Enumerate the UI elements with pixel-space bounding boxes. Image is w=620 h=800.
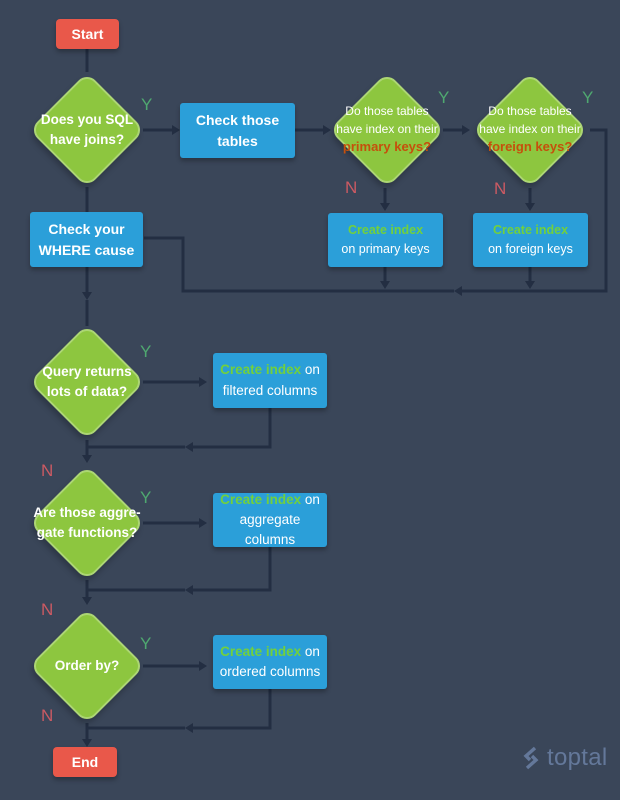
decision-label: Do those tables have index on their fore… [472, 72, 588, 188]
decision-line: gate functions? [36, 525, 138, 540]
decision-line: Do those tables [488, 104, 572, 119]
decision-order-by: Order by? [29, 608, 145, 724]
edge-label-no-aggregate: N [41, 600, 54, 619]
decision-primary-keys-index: Do those tables have index on their prim… [329, 72, 445, 188]
edge-label-yes-order: Y [140, 634, 152, 653]
action-line: on primary keys [341, 242, 430, 256]
decision-line: have index on their [336, 121, 438, 136]
decision-foreign-keys-index: Do those tables have index on their fore… [472, 72, 588, 188]
action-highlight: Create index [220, 643, 302, 659]
decision-highlight: primary keys? [342, 138, 432, 154]
action-line-tail: on [301, 362, 320, 378]
toptal-wordmark: toptal [547, 744, 608, 771]
action-check-where-clause: Check your WHERE cause [30, 212, 143, 267]
decision-sql-joins: Does you SQL have joins? [29, 72, 145, 188]
action-line: Check your [48, 220, 125, 237]
decision-label: Query returns lots of data? [29, 324, 145, 440]
decision-label: Do those tables have index on their prim… [329, 72, 445, 188]
end-node: End [53, 747, 117, 777]
decision-line: Query returns [42, 363, 132, 379]
decision-line: lots of data? [46, 384, 128, 399]
action-line-tail: on [301, 643, 320, 659]
decision-line: have index on their [479, 121, 581, 136]
action-line: aggregate columns [239, 511, 301, 548]
edge-label-no-primary: N [345, 178, 358, 197]
toptal-icon [523, 746, 539, 770]
edge-label-yes-foreign: Y [582, 88, 594, 107]
edge-label-yes-data: Y [140, 342, 152, 361]
action-check-those-tables: Check those tables [180, 103, 295, 158]
action-line: on foreign keys [488, 242, 573, 256]
action-line: Create index on [220, 642, 320, 662]
edge-label-no-foreign: N [494, 179, 507, 198]
action-create-index-primary-keys: Create index on primary keys [328, 213, 443, 267]
action-line: Create index on [220, 360, 320, 380]
decision-lots-of-data: Query returns lots of data? [29, 324, 145, 440]
toptal-logo: toptal [520, 744, 608, 772]
action-line: WHERE cause [38, 241, 135, 258]
decision-label: Are those aggre- gate functions? [29, 465, 145, 581]
decision-line: Do those tables [345, 104, 429, 119]
edge-label-no-order: N [41, 706, 54, 725]
decision-aggregate-functions: Are those aggre- gate functions? [29, 465, 145, 581]
edge-label-no-data: N [41, 461, 54, 480]
action-highlight: Create index [220, 362, 302, 378]
decision-highlight: foreign keys? [487, 138, 573, 154]
action-line: Create index on [220, 490, 320, 510]
decision-label: Does you SQL have joins? [29, 72, 145, 188]
action-highlight: Create index [347, 223, 424, 238]
action-create-index-ordered-columns: Create index on ordered columns [213, 635, 327, 689]
action-highlight: Create index [492, 223, 569, 238]
action-create-index-aggregate-columns: Create index on aggregate columns [213, 490, 327, 547]
decision-line: Order by? [54, 657, 120, 673]
action-create-index-foreign-keys: Create index on foreign keys [473, 213, 588, 267]
edge-label-yes-joins: Y [141, 95, 153, 114]
action-line-tail: on [301, 491, 320, 507]
action-create-index-filtered-columns: Create index on filtered columns [213, 353, 327, 408]
action-highlight: Create index [220, 491, 302, 507]
action-line: ordered columns [219, 664, 321, 679]
decision-line: have joins? [49, 132, 125, 147]
edge-label-yes-primary: Y [438, 88, 450, 107]
action-line: tables [217, 132, 258, 149]
start-node: Start [56, 19, 119, 49]
decision-label: Order by? [29, 608, 145, 724]
decision-line: Are those aggre- [33, 504, 141, 520]
action-line: Check those [195, 111, 280, 128]
decision-line: Does you SQL [40, 111, 134, 127]
action-line: filtered columns [222, 382, 318, 398]
edge-label-yes-aggregate: Y [140, 488, 152, 507]
